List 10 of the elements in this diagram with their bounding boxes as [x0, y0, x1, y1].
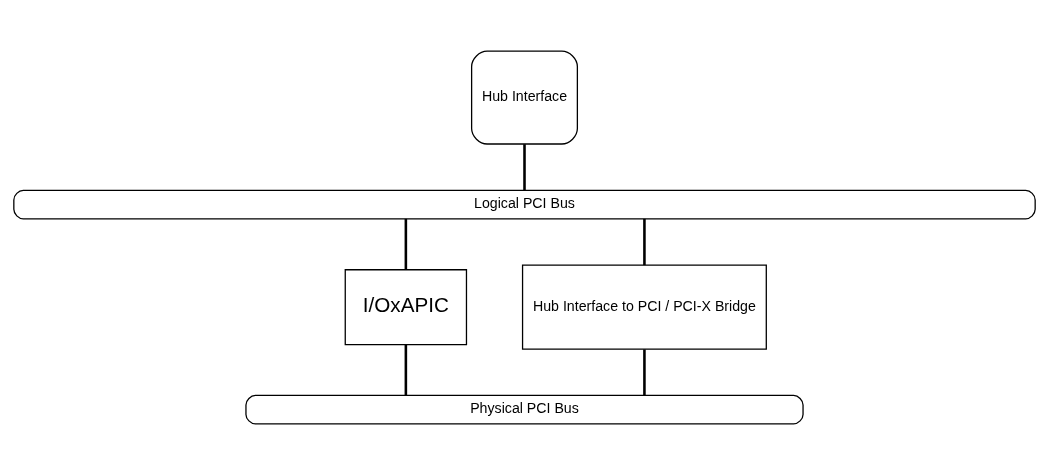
connector [404, 344, 408, 396]
connector [643, 218, 646, 266]
node-box: Hub Interface to PCI / PCI-X Bridge [521, 264, 767, 350]
node-box: Hub Interface [471, 50, 578, 145]
node-box: I/OxAPIC [344, 269, 468, 346]
connector [523, 144, 526, 191]
node-box: Physical PCI Bus [245, 394, 804, 425]
connector [643, 349, 646, 396]
connector [404, 218, 408, 270]
node-box: Logical PCI Bus [13, 189, 1036, 220]
